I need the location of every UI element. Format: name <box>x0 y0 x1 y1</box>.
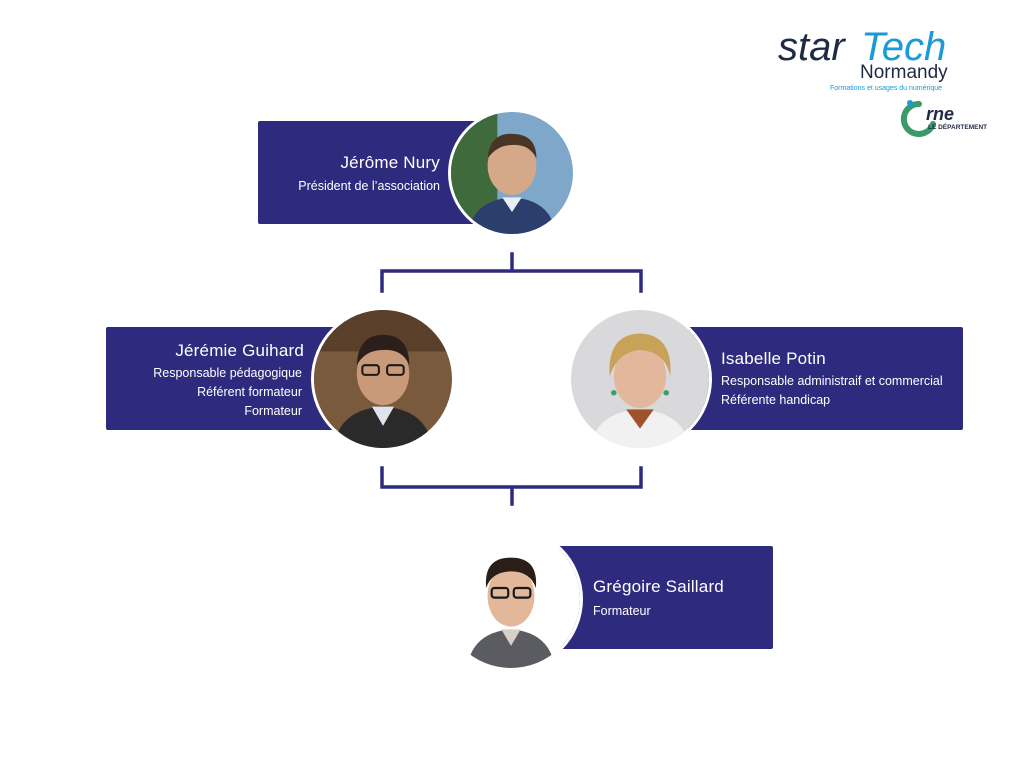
orne-logo: rne LE DÉPARTEMENT <box>899 98 995 140</box>
person-role: Responsable pédagogique <box>153 366 302 380</box>
person-role: Formateur <box>244 404 302 418</box>
connector-bottom <box>380 466 643 506</box>
person-card-jerome-nury: Jérôme Nury Président de l’association <box>258 121 480 224</box>
person-name: Jérôme Nury <box>340 153 440 172</box>
person-role: Formateur <box>593 604 651 618</box>
person-role: Responsable administraif et commercial <box>721 374 943 388</box>
person-role: Président de l’association <box>298 179 440 193</box>
person-role: Référente handicap <box>721 393 831 407</box>
connector-top <box>380 252 643 293</box>
logo-star: star <box>778 25 846 69</box>
person-name: Grégoire Saillard <box>593 577 724 596</box>
orne-brand: rne <box>926 104 954 124</box>
person-photo <box>451 112 573 234</box>
startech-logo: star Tech Normandy Formations et usages … <box>778 22 992 94</box>
person-name: Jérémie Guihard <box>175 341 304 360</box>
person-name: Isabelle Potin <box>721 349 826 368</box>
person-role: Référent formateur <box>197 385 302 399</box>
person-photo <box>442 530 580 668</box>
person-card-isabelle-potin: Isabelle Potin Responsable administraif … <box>688 327 963 430</box>
orne-subtitle: LE DÉPARTEMENT <box>928 122 987 131</box>
person-card-gregoire-saillard: Grégoire Saillard Formateur <box>558 546 773 649</box>
logo-tagline: Formations et usages du numérique <box>830 85 942 92</box>
logo-tech: Tech <box>861 25 946 69</box>
logo-normandy: Normandy <box>860 62 948 83</box>
person-photo <box>571 310 709 448</box>
person-photo <box>314 310 452 448</box>
